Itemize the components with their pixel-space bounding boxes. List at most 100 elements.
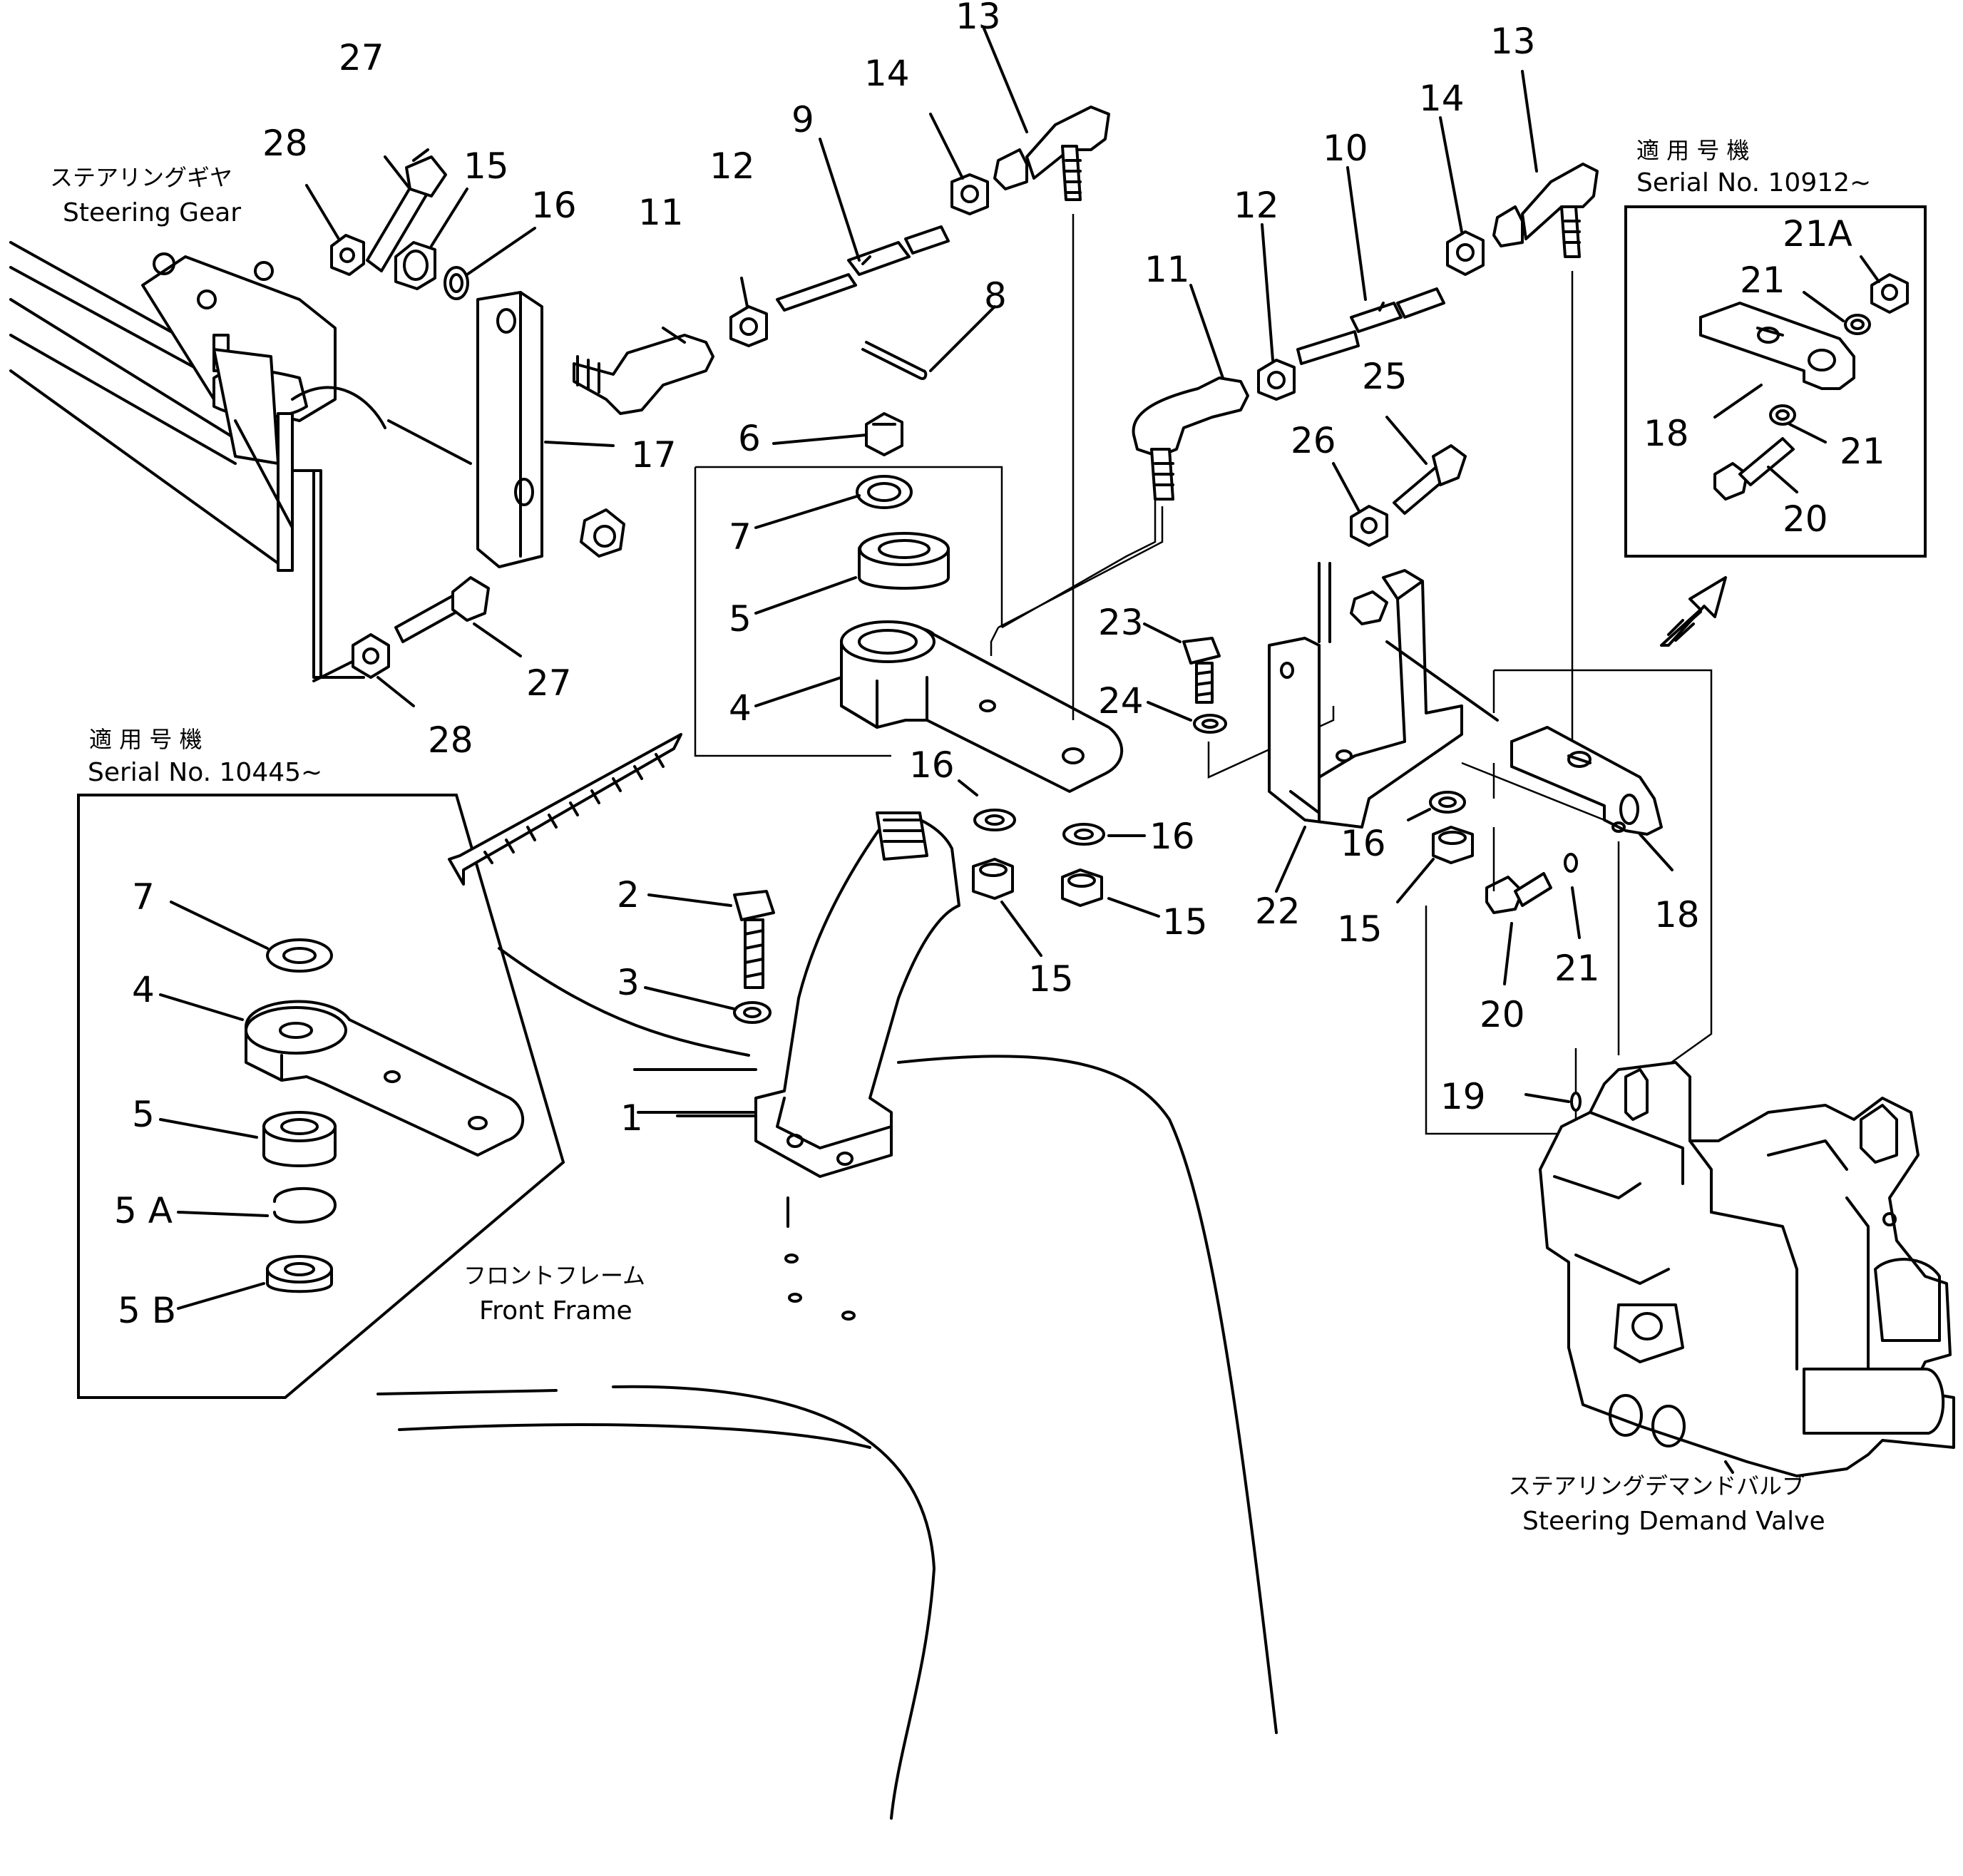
nut-26	[1332, 462, 1388, 547]
callout-9: 9	[791, 99, 814, 140]
serial-label-left: Serial No. 10445~	[88, 758, 322, 787]
callout-28: 28	[262, 123, 308, 164]
washer-21-right	[1564, 853, 1581, 939]
callout-12: 12	[709, 145, 755, 187]
lever-18	[1461, 726, 1674, 871]
tie-rod-left	[573, 27, 1110, 415]
callout-15-center: 15	[1028, 958, 1074, 1000]
washer-3	[644, 986, 772, 1024]
bolt-2	[647, 890, 775, 989]
nut-15-center	[972, 858, 1042, 957]
callout-7: 7	[729, 516, 752, 558]
nut-15-center-right	[1061, 868, 1160, 918]
callout-17: 17	[631, 434, 677, 476]
part-17-link-plate	[476, 291, 615, 568]
callout-1: 1	[620, 1097, 643, 1139]
demand-valve-label-jp: ステアリングデマンドバルブ	[1508, 1472, 1805, 1500]
callout-15: 15	[463, 145, 509, 187]
callout-21-inset-top: 21	[1740, 260, 1785, 301]
steering-gear-label: Steering Gear	[63, 198, 241, 227]
nut-15-right	[1396, 826, 1474, 903]
bolt-27-bottom	[394, 576, 522, 657]
callout-14: 14	[864, 53, 910, 94]
arm-4	[754, 620, 1124, 793]
callout-27-lower: 27	[526, 662, 572, 704]
callout-16: 16	[531, 185, 577, 226]
callout-18-inset: 18	[1644, 413, 1689, 454]
callout-4: 4	[729, 687, 752, 729]
washer-7	[754, 475, 913, 529]
callout-16-center: 16	[909, 744, 955, 786]
callout-13: 13	[955, 0, 1001, 37]
steering-gear-label-jp: ステアリングギヤ	[50, 164, 232, 191]
cotter-pin-8	[861, 305, 996, 380]
callout-21: 21	[1554, 948, 1600, 989]
arrow-to-inset-right	[1660, 576, 1727, 647]
callout-16-right: 16	[1341, 823, 1386, 864]
nut-28-bottom	[352, 633, 415, 707]
callout-5-inset: 5	[132, 1094, 155, 1135]
callout-11-right: 11	[1144, 249, 1190, 290]
callout-26: 26	[1291, 420, 1336, 461]
callout-3: 3	[617, 962, 640, 1003]
bolt-23	[1143, 622, 1221, 704]
tie-rod-right	[1132, 70, 1599, 501]
front-frame-label: Front Frame	[479, 1296, 632, 1326]
callout-23: 23	[1098, 602, 1144, 643]
callout-20-inset: 20	[1783, 498, 1828, 540]
applicable-label-left: 適 用 号 機	[89, 726, 203, 753]
callout-20: 20	[1480, 994, 1525, 1035]
inset-left	[77, 794, 565, 1399]
pivot-box	[694, 466, 1157, 757]
callout-11: 11	[638, 192, 684, 233]
callout-15-center-right: 15	[1162, 901, 1208, 943]
nut-15-top	[394, 188, 468, 290]
callout-6: 6	[738, 418, 761, 459]
nut-near-17	[580, 508, 625, 558]
callout-2: 2	[617, 874, 640, 916]
callout-12-right: 12	[1234, 185, 1279, 226]
callout-15-right: 15	[1337, 908, 1383, 950]
applicable-label-right: 適 用 号 機	[1636, 137, 1750, 164]
bolt-27-top	[366, 148, 447, 272]
support-bracket-1	[676, 811, 960, 1321]
bearing-5	[754, 532, 950, 615]
callout-18: 18	[1654, 894, 1700, 936]
bolt-20-right	[1485, 872, 1552, 985]
nut-6	[772, 412, 903, 456]
inset-right	[1624, 205, 1927, 558]
callout-5: 5	[729, 598, 752, 640]
callout-22: 22	[1255, 891, 1301, 932]
callout-25: 25	[1362, 356, 1408, 397]
callout-21-inset: 21	[1840, 431, 1885, 472]
washer-16-right	[1407, 791, 1466, 821]
snap-ring-19	[1524, 1092, 1582, 1112]
steering-gear	[9, 241, 472, 682]
callout-8: 8	[984, 275, 1007, 317]
callout-24: 24	[1098, 680, 1144, 722]
washer-16-center	[958, 779, 1016, 831]
callout-10: 10	[1323, 128, 1368, 169]
callout-28-lower: 28	[428, 719, 473, 761]
callout-16-center-right: 16	[1149, 816, 1195, 857]
callout-27: 27	[339, 37, 384, 78]
callout-13-right: 13	[1490, 21, 1536, 62]
washer-16-center-right	[1062, 823, 1146, 846]
frame-right-lower	[1425, 670, 1577, 1135]
callout-21a: 21A	[1783, 213, 1852, 255]
front-frame-outline	[376, 947, 1278, 1820]
serial-label-right: Serial No. 10912~	[1636, 168, 1871, 198]
callout-7-inset: 7	[132, 876, 155, 918]
front-frame-label-jp: フロントフレーム	[463, 1262, 645, 1289]
link-line-11-right	[998, 506, 1164, 629]
washer-24	[1147, 701, 1227, 734]
nut-28-top	[305, 184, 365, 276]
callout-14-right: 14	[1419, 78, 1465, 119]
callout-5a: 5 A	[114, 1190, 173, 1231]
demand-valve-label: Steering Demand Valve	[1522, 1507, 1825, 1536]
arrow-to-inset-left	[448, 733, 682, 886]
callout-19: 19	[1440, 1076, 1486, 1117]
bracket-22	[1268, 562, 1499, 893]
callout-4-inset: 4	[132, 969, 155, 1010]
